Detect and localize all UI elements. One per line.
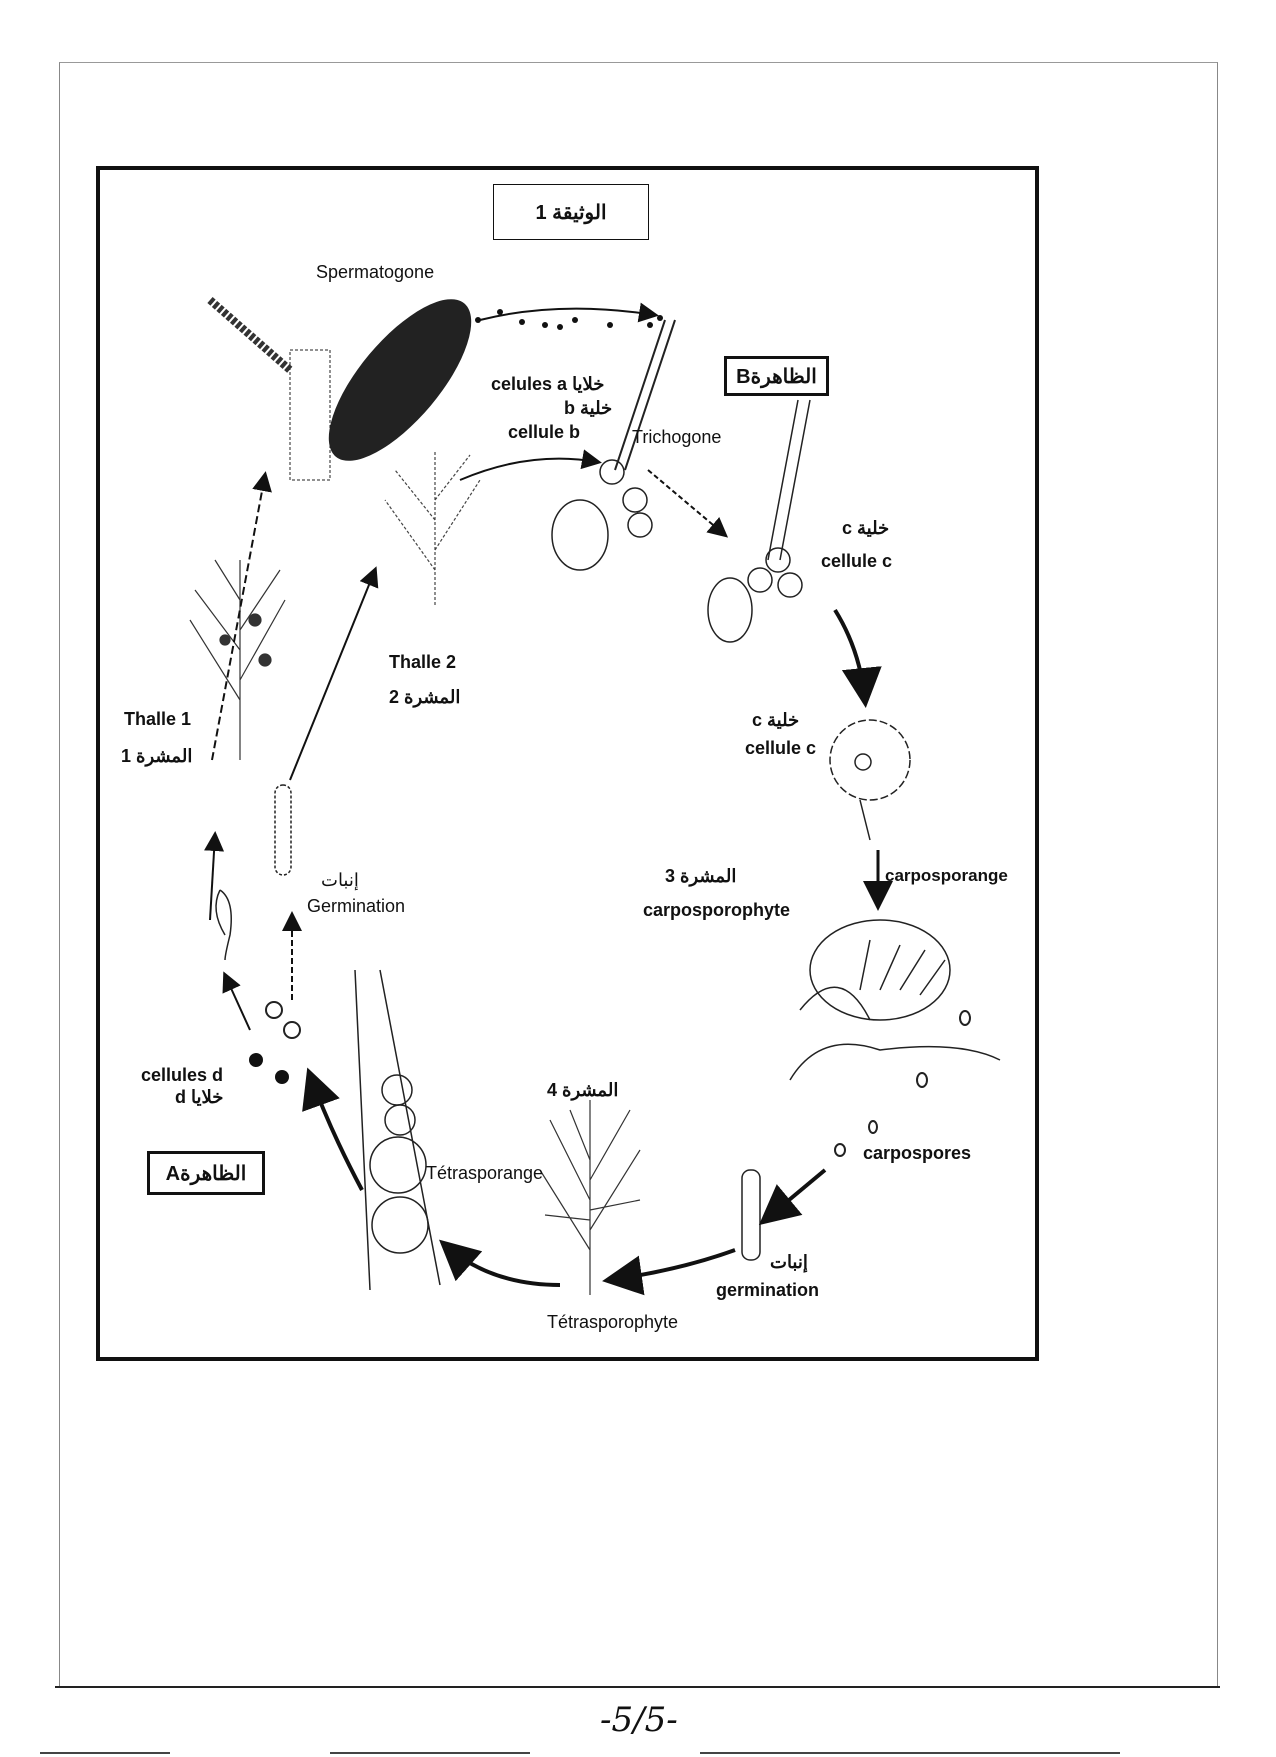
tetrasporophyte-plant xyxy=(539,1100,641,1295)
label-carpospores: carpospores xyxy=(863,1143,972,1163)
label-thalle-2-ar: المشرة 2 xyxy=(389,687,461,707)
carpospore-dots xyxy=(834,1010,971,1157)
scan-artifact-line xyxy=(40,1752,170,1754)
label-celules-a: celules a خلايا xyxy=(491,374,605,394)
thalle-2-plant xyxy=(384,450,481,605)
label-thalle-1-ar: المشرة 1 xyxy=(121,746,193,766)
spores-open xyxy=(265,1001,301,1039)
label-spermatogone: Spermatogone xyxy=(316,262,435,282)
cycle-arrows xyxy=(204,449,893,1296)
label-germination-1: Germination xyxy=(307,896,406,916)
carpogonial-branch xyxy=(551,459,653,571)
label-germination-2: germination xyxy=(716,1280,820,1300)
page-frame xyxy=(59,62,1218,1687)
label-cellule-c-ar-2: c خلية xyxy=(752,710,800,730)
label-cellule-c-2: cellule c xyxy=(745,738,817,758)
arrow-spermatia xyxy=(479,302,659,323)
label-tetrasporophyte: Tétrasporophyte xyxy=(547,1312,679,1332)
label-cellule-b-ar: خلية b xyxy=(564,398,613,418)
label-thalle-3-ar: المشرة 3 xyxy=(665,866,737,886)
label-cellule-b: cellule b xyxy=(508,422,581,442)
phenomenon-b-box: الظاهرةB xyxy=(724,356,829,396)
label-germination-2-ar: إنبات xyxy=(770,1252,808,1272)
phenomenon-b-label: الظاهرةB xyxy=(736,365,817,388)
tetrasporangium-drawing xyxy=(354,969,441,1291)
label-cellule-c-1: cellule c xyxy=(821,551,893,571)
label-tetrasporange: Tétrasporange xyxy=(426,1163,544,1183)
label-trichogone: Trichogone xyxy=(632,427,722,447)
thalle-1-plant xyxy=(189,559,286,760)
carposporangium-drawing xyxy=(789,919,1001,1081)
label-carposporophyte: carposporophyte xyxy=(643,900,791,920)
label-cellules-d: cellules d xyxy=(141,1065,224,1085)
diagram-box xyxy=(96,166,1039,1361)
germlings-left xyxy=(215,784,292,961)
spermatogone-drawing xyxy=(207,296,472,481)
document-title-box: الوثيقة 1 xyxy=(493,184,649,240)
document-title: الوثيقة 1 xyxy=(535,201,607,224)
label-thalle-4-ar: المشرة 4 xyxy=(547,1080,619,1100)
page-bottom-rule xyxy=(55,1686,1220,1688)
cellules-d-dots xyxy=(249,1053,289,1084)
scan-artifact-line xyxy=(700,1752,1120,1754)
label-thalle-2: Thalle 2 xyxy=(389,652,457,672)
page-number: -5/5- xyxy=(600,1700,678,1740)
scan-artifact-line xyxy=(330,1752,530,1754)
label-cellules-d-ar: خلايا d xyxy=(175,1087,224,1107)
label-germination-1-ar: إنبات xyxy=(321,870,359,890)
cellule-c-drawing-2 xyxy=(829,719,911,841)
germinating-spore-right xyxy=(741,1169,761,1261)
phenomenon-a-box: الظاهرةA xyxy=(147,1151,265,1195)
label-thalle-1: Thalle 1 xyxy=(124,709,192,729)
trichogone-drawing xyxy=(614,319,676,471)
label-cellule-c-ar-1: خلية c xyxy=(842,518,890,538)
label-carposporange: carposporange xyxy=(885,866,1008,885)
cellule-c-drawing-1 xyxy=(707,399,811,643)
phenomenon-a-label: الظاهرةA xyxy=(165,1162,247,1185)
